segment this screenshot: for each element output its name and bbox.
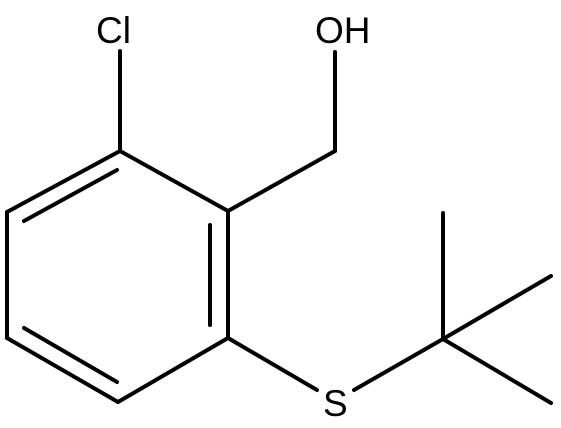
ring-bond-c4-c5 xyxy=(5,336,120,404)
hydroxyl-atom-label: OH xyxy=(315,10,371,51)
benzene-ring xyxy=(5,149,230,404)
ring-inner-double-bond-c2-c3 xyxy=(22,168,119,223)
bond-ring-s xyxy=(226,336,319,392)
ring-bond-c1-c2 xyxy=(118,149,230,213)
chlorine-atom-label: Cl xyxy=(96,10,131,51)
ring-inner-double-bond-c4-c5 xyxy=(22,326,119,384)
bond-ring-ch2 xyxy=(226,149,337,213)
bond-s-tertiary-c xyxy=(352,337,445,392)
ring-bond-c5-c6 xyxy=(116,336,230,404)
sulfur-atom-label: S xyxy=(323,383,348,424)
bond-tbutyl-methyl-bottom xyxy=(441,337,553,405)
bond-tbutyl-methyl-right xyxy=(441,274,553,341)
ring-bond-c2-c3 xyxy=(5,149,122,214)
